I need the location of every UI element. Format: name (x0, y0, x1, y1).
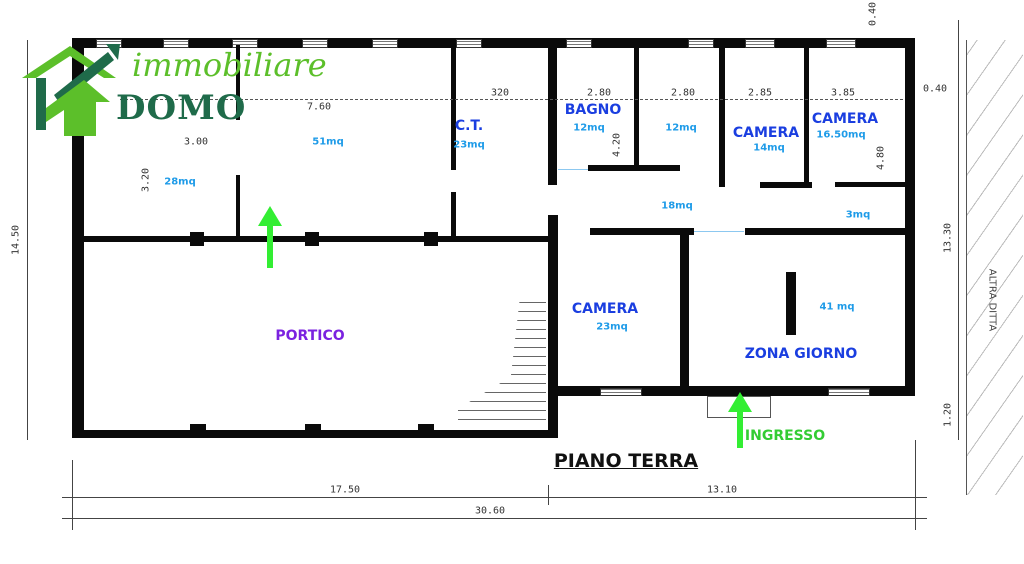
dimension-label: 14.50 (10, 224, 22, 256)
room-area: 3mq (845, 209, 871, 221)
dimension-tick (915, 440, 916, 530)
wall (588, 165, 680, 171)
wall (236, 175, 240, 237)
wall (548, 45, 557, 185)
dimension-label: 0.40 (867, 1, 879, 27)
entrance-arrow-shaft (737, 412, 743, 448)
wall (804, 45, 809, 185)
wall-portico-camera (548, 215, 558, 438)
wall (680, 228, 689, 386)
wall (236, 45, 240, 120)
wall (590, 228, 694, 235)
room-area: 23mq (596, 321, 628, 333)
dimension-label: 3.00 (183, 136, 209, 148)
room-area: 12mq (573, 122, 605, 134)
window (688, 39, 714, 48)
wall (451, 192, 456, 237)
room-name: CAMERA (571, 301, 639, 317)
room-name: CAMERA (732, 125, 800, 141)
dimension-label: 2.80 (670, 87, 696, 99)
column (786, 272, 796, 335)
dimension-line (62, 497, 927, 498)
door-opening (694, 231, 744, 232)
entrance-arrow-icon (728, 392, 752, 412)
neighbour-label: ALTRA DITTA (986, 268, 998, 332)
window (600, 388, 642, 396)
dimension-line (62, 518, 927, 519)
dimension-tick (72, 460, 73, 530)
logo: immobiliare DOMO (20, 40, 340, 136)
pillar (305, 232, 319, 246)
dimension-line (958, 20, 959, 440)
pillar (418, 424, 434, 438)
room-area: 23mq (453, 139, 485, 151)
dimension-label: 0.40 (922, 83, 948, 95)
neighbour-hatch (966, 40, 1023, 495)
pillar (190, 232, 204, 246)
dimension-label: 1.20 (942, 402, 954, 428)
entrance-label: INGRESSO (744, 428, 826, 444)
room-area: 18mq (661, 200, 693, 212)
wall-right (905, 38, 915, 396)
dimension-label: 3.20 (140, 167, 152, 193)
wall-top (72, 38, 915, 48)
logo-text-immobiliare: immobiliare (132, 46, 327, 84)
pillar (424, 232, 438, 246)
dimension-label: 13.10 (706, 484, 738, 496)
dimension-label: 2.80 (586, 87, 612, 99)
dimension-label: 30.60 (474, 505, 506, 517)
logo-text-domo: DOMO (116, 88, 247, 128)
room-name: ZONA GIORNO (744, 346, 858, 362)
dimension-label: 4.80 (875, 145, 887, 171)
room-area: 16.50mq (816, 129, 866, 141)
room-area: 51mq (312, 136, 344, 148)
window (163, 39, 189, 48)
dimension-line (120, 99, 905, 100)
room-area: 14mq (753, 142, 785, 154)
pillar (305, 424, 321, 438)
dimension-label: 13.30 (942, 222, 954, 254)
room-name: BAGNO (564, 102, 622, 118)
wall (835, 182, 910, 187)
house-arrow-icon (22, 44, 120, 136)
window (232, 39, 258, 48)
dimension-label: 320 (490, 87, 510, 99)
window (745, 39, 775, 48)
dimension-label: 4.20 (611, 132, 623, 158)
window (566, 39, 592, 48)
window (372, 39, 398, 48)
room-name: C.T. (454, 118, 484, 134)
dimension-tick (548, 485, 549, 505)
wall-bottom-house (548, 386, 915, 396)
dimension-label: 3.85 (830, 87, 856, 99)
room-area: 12mq (665, 122, 697, 134)
dimension-line (27, 40, 28, 440)
room-area: 41 mq (819, 301, 855, 313)
dimension-label: 7.60 (306, 101, 332, 113)
wall (634, 45, 639, 167)
pillar (190, 424, 206, 438)
wall (745, 228, 910, 235)
door-opening (558, 169, 588, 170)
window (456, 39, 482, 48)
wall (451, 45, 456, 170)
arrow-up-icon (258, 206, 282, 226)
wall (719, 45, 725, 187)
arrow-shaft (267, 226, 273, 268)
dimension-label: 17.50 (329, 484, 361, 496)
room-area: 28mq (164, 176, 196, 188)
window (828, 388, 870, 396)
window (302, 39, 328, 48)
window (826, 39, 856, 48)
room-name: PORTICO (275, 328, 345, 344)
room-name: CAMERA (811, 111, 879, 127)
wall (760, 182, 812, 188)
dimension-label: 2.85 (747, 87, 773, 99)
stairs (458, 300, 546, 428)
page-title: PIANO TERRA (553, 450, 699, 472)
